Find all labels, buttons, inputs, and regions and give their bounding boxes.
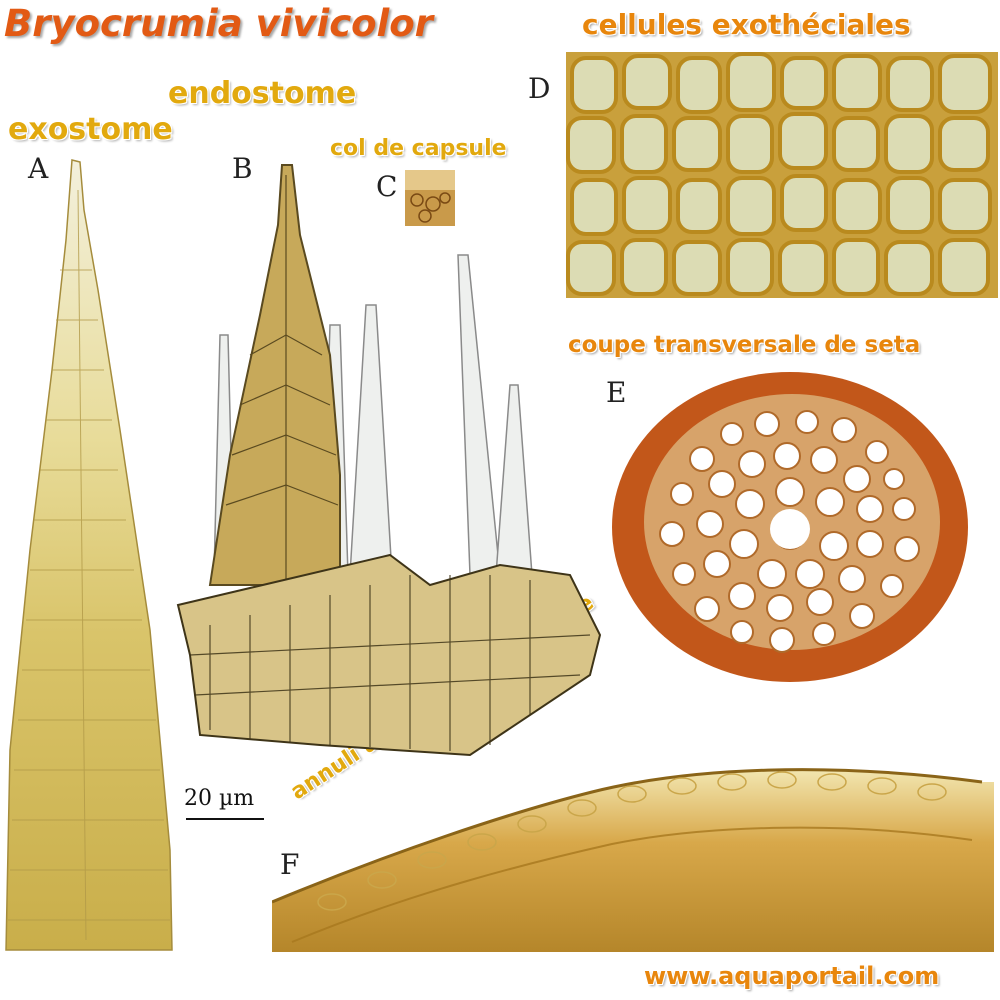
endostome-image	[176, 164, 602, 757]
label-exothecial-cells: cellules exothéciales	[582, 8, 911, 41]
exostome-tooth-image	[5, 159, 173, 951]
annulus-operculum-image	[272, 768, 994, 952]
panel-letter-d: D	[528, 72, 551, 105]
panel-letter-a: A	[28, 152, 49, 185]
panel-letter-f: F	[280, 848, 300, 881]
panel-letter-c: C	[376, 170, 398, 203]
scale-bar-label: 20 µm	[184, 786, 255, 811]
website-link[interactable]: www.aquaportail.com	[644, 962, 940, 990]
label-exostome: exostome	[8, 112, 173, 147]
label-seta-section: coupe transversale de seta	[568, 332, 921, 358]
exothecial-cells-image	[566, 52, 998, 298]
page-title: Bryocrumia vivicolor	[4, 2, 433, 45]
scale-bar-line	[186, 818, 264, 820]
label-capsule-neck: col de capsule	[330, 136, 507, 161]
panel-letter-e: E	[606, 376, 627, 409]
seta-cross-section-image	[612, 372, 968, 682]
label-endostome: endostome	[168, 76, 357, 111]
panel-letter-b: B	[232, 152, 253, 185]
capsule-neck-image	[405, 170, 455, 226]
